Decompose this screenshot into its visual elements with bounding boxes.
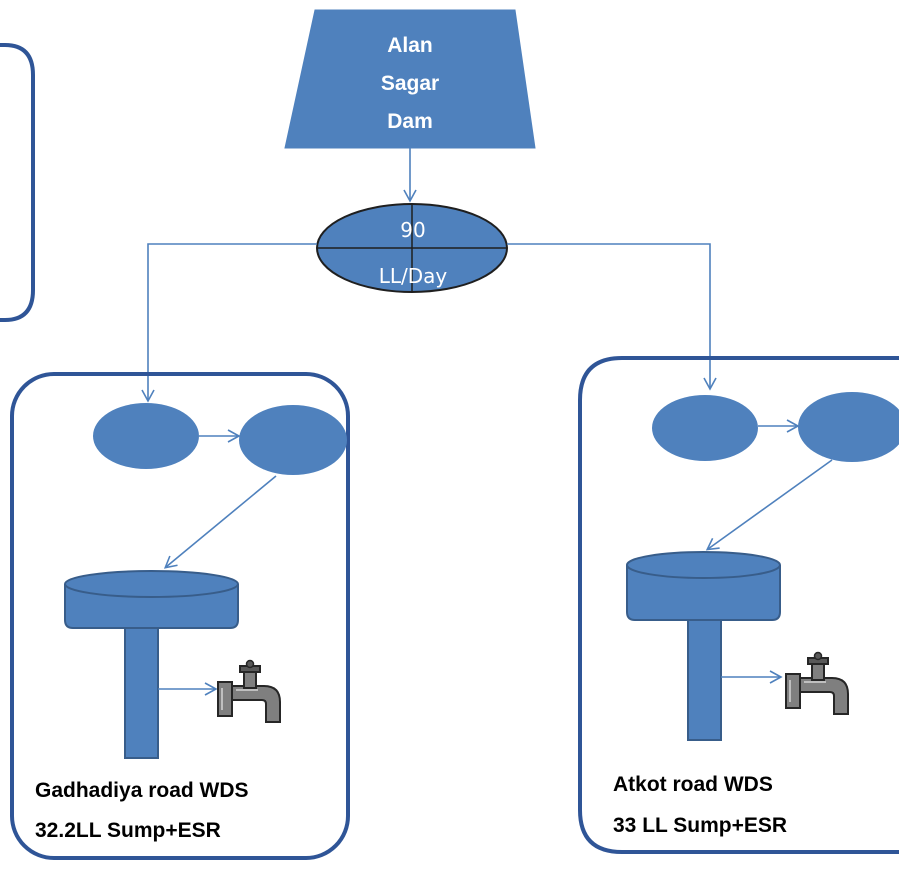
flow-unit: LL/Day: [379, 264, 448, 288]
right-esr-column: [687, 609, 722, 741]
flow-node: 90 LL/Day: [316, 203, 508, 293]
right-treatment-node-1: [652, 395, 758, 461]
left-treatment-node-1: [93, 403, 199, 469]
left-esr-column: [124, 617, 159, 759]
arrow-flow-to-left-system: [141, 243, 317, 403]
dam-label-line-2: Sagar: [381, 72, 439, 95]
right-esr-tank: [626, 565, 781, 621]
dam-label-line-1: Alan: [387, 34, 433, 57]
right-system-box: [578, 356, 899, 854]
right-treatment-node-2: [798, 392, 899, 462]
left-arrow-node2-to-tank: [163, 475, 277, 569]
partial-left-box: [0, 43, 35, 322]
left-system-capacity: 32.2LL Sump+ESR: [35, 819, 221, 842]
right-arrow-node2-to-tank: [705, 459, 833, 551]
left-wds-system: Gadhadiya road WDS 32.2LL Sump+ESR: [10, 372, 350, 860]
right-esr-tank-top: [626, 551, 781, 579]
left-system-title: Gadhadiya road WDS: [35, 779, 249, 802]
arrow-flow-to-right-system: [507, 243, 717, 391]
dam-source: Alan Sagar Dam: [284, 9, 536, 149]
left-system-box: [10, 372, 350, 860]
flow-value: 90: [400, 218, 425, 242]
dam-label-line-3: Dam: [387, 110, 433, 133]
right-system-capacity: 33 LL Sump+ESR: [613, 814, 787, 837]
right-tap-icon: [785, 651, 849, 715]
left-tap-icon: [217, 659, 281, 723]
dam-shape: [284, 9, 536, 149]
left-esr-tank-top: [64, 570, 239, 598]
right-wds-system: Atkot road WDS 33 LL Sump+ESR: [578, 356, 899, 854]
right-system-title: Atkot road WDS: [613, 773, 773, 796]
left-treatment-node-2: [239, 405, 347, 475]
